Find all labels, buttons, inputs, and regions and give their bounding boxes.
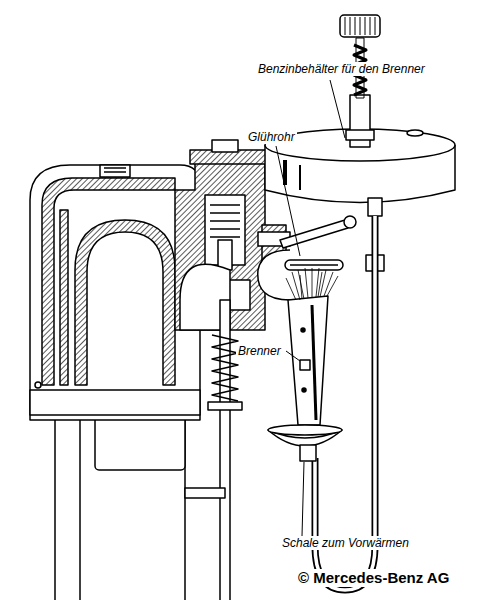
copyright-note: © Mercedes-Benz AG (296, 569, 451, 587)
part-label: Brenner (236, 344, 283, 358)
part-label: Schale zum Vorwärmen (280, 536, 411, 550)
part-label: Glührohr (246, 130, 297, 144)
part-label: Benzinbehälter für den Brenner (256, 62, 427, 76)
